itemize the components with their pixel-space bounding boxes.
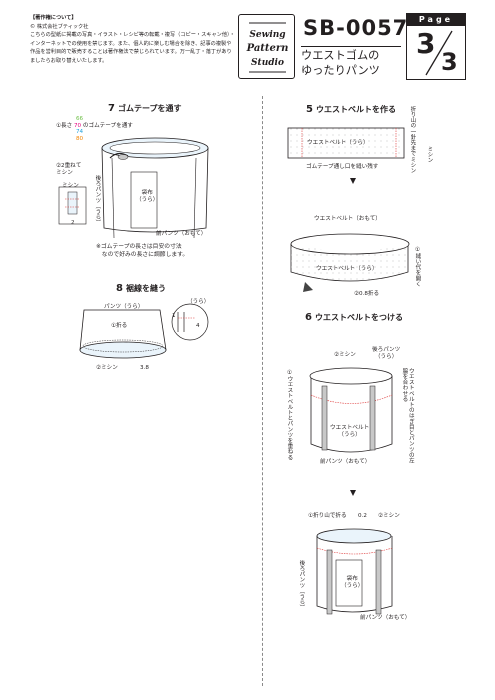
step7-sew-num: 2 bbox=[71, 220, 75, 226]
page-label: Page bbox=[406, 13, 466, 26]
brand-logo: Sewing Pattern Studio bbox=[238, 14, 295, 79]
logo-line3: Studio bbox=[251, 58, 284, 68]
pattern-title: ウエストゴムの ゆったりパンツ bbox=[301, 49, 401, 78]
step7-front-pants: 前パンツ（おもて） bbox=[156, 231, 207, 237]
step8-zoom-ura: （うら） bbox=[187, 299, 210, 305]
copyright-body: こちらの型紙に掲載の写真・イラスト・レシピ等の転載・複写（コピー・スキャン他）・… bbox=[30, 32, 235, 64]
copyright-heading: 【著作権について】 bbox=[30, 15, 77, 21]
title-line2: ゆったりパンツ bbox=[301, 63, 380, 77]
step5-number: 5 bbox=[306, 104, 313, 115]
step5-title: ウエストベルトを作る bbox=[315, 105, 396, 114]
step8-illustration bbox=[79, 303, 209, 359]
step5-flat-illustration bbox=[287, 127, 405, 184]
step7-overlap-label: ②2重ねて ミシン bbox=[56, 163, 82, 176]
step5-fold-note: 折り山の一針先までミシン bbox=[409, 106, 416, 174]
logo-line1: Sewing bbox=[249, 30, 285, 40]
logo-artwork: Sewing Pattern Studio bbox=[246, 22, 289, 73]
step6-pocket: 袋布 （うら） bbox=[341, 576, 364, 589]
step5-open-seam: ①縫い代を開く bbox=[414, 247, 421, 287]
step6-illustration bbox=[309, 367, 393, 615]
step8-hem: 3.8 bbox=[140, 365, 149, 371]
step6-sew2: ②ミシン bbox=[378, 513, 400, 519]
size-80: 80 bbox=[76, 135, 84, 142]
column-divider bbox=[262, 96, 263, 686]
size-74: 74 bbox=[76, 129, 84, 135]
step8-sew: ②ミシン bbox=[96, 365, 118, 371]
step8-title: 裾線を縫う bbox=[125, 284, 166, 293]
step7-pocket: 袋布 （うら） bbox=[136, 190, 159, 203]
step7-back-pants: 後ろパンツ（うら） bbox=[94, 175, 101, 226]
step6-seam-02: 0.2 bbox=[358, 513, 367, 519]
size-66: 66 bbox=[76, 116, 84, 122]
step5-sew: ミシン bbox=[426, 146, 433, 163]
step5-ring-illustration bbox=[290, 233, 410, 292]
step6-fold-bottom: ①折り山で折る bbox=[308, 513, 347, 519]
step8-fold: ①折る bbox=[111, 323, 128, 329]
pattern-code: SB-0057 bbox=[303, 16, 409, 40]
title-line1: ウエストゴムの bbox=[301, 49, 380, 62]
copyright-notice: 【著作権について】 © 株式会社ブティック社 こちらの型紙に掲載の写真・イラスト… bbox=[30, 14, 235, 66]
step6-number: 6 bbox=[305, 312, 312, 323]
step6-front-pants2: 前パンツ（おもて） bbox=[360, 615, 411, 621]
step6-overlap: ①ウエストベルトとパンツを重ねる bbox=[286, 370, 293, 460]
step8-number: 8 bbox=[116, 283, 123, 294]
step8-pants: パンツ（うら） bbox=[104, 304, 144, 310]
step7-length-suffix: のゴムテープを通す bbox=[82, 122, 133, 129]
step5-belt-omote: ウエストベルト（おもて） bbox=[314, 216, 381, 222]
step7-number: 7 bbox=[108, 103, 115, 114]
step7-sizes: 66 ①長さ 70 のゴムテープを通す 74 80 bbox=[56, 116, 133, 142]
step6-back-pants2: 後ろパンツ（うら） bbox=[298, 560, 305, 611]
step5-belt-ura: ウエストベルト（うら） bbox=[307, 140, 369, 146]
step8-zoom-1: 1 bbox=[172, 313, 176, 319]
step6-sew: ②ミシン bbox=[334, 352, 356, 358]
page-total: 3 bbox=[441, 48, 458, 76]
step7-title: ゴムテープを通す bbox=[117, 104, 182, 113]
step5-leave-open: ゴムテープ通し口を縫い残す bbox=[306, 164, 379, 170]
logo-line2: Pattern bbox=[246, 43, 289, 54]
step7-sew-label: ミシン bbox=[62, 183, 79, 189]
step6-back-pants: 後ろパンツ （うら） bbox=[372, 347, 401, 360]
step7-illustration bbox=[58, 137, 209, 239]
step6-front-pants: 前パンツ（おもて） bbox=[320, 459, 371, 465]
step6-title: ウエストベルトをつける bbox=[314, 313, 403, 322]
step8-zoom-4: 4 bbox=[196, 323, 200, 329]
step6-match: ウエストベルトのはぎ目とパンツの左脇を合わせる bbox=[401, 368, 414, 464]
size-70: 70 bbox=[73, 122, 82, 129]
copyright-owner: © 株式会社ブティック社 bbox=[30, 23, 89, 30]
step7-length-prefix: ①長さ bbox=[56, 122, 73, 129]
step7-note: ※ゴムテープの長さは目安の寸法 なので好みの長さに調節します。 bbox=[96, 244, 189, 258]
step6-belt-ura: ウエストベルト （うら） bbox=[330, 425, 370, 438]
step5-belt-ura2: ウエストベルト（うら） bbox=[316, 266, 378, 272]
title-rule bbox=[301, 46, 401, 80]
step5-sew-08: ②0.8折る bbox=[354, 291, 380, 297]
